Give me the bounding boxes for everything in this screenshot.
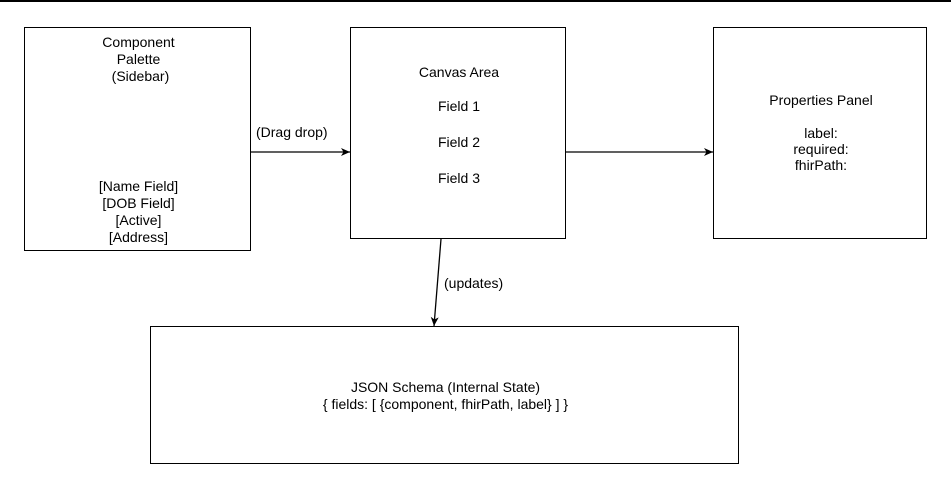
canvas-title: Canvas Area: [418, 64, 500, 80]
top-border-line: [0, 0, 951, 2]
palette-item-address: [Address]: [108, 229, 169, 245]
properties-title: Properties Panel: [769, 92, 873, 108]
canvas-field-1: Field 1: [437, 98, 481, 114]
properties-panel-box: Properties Panel label: required: fhirPa…: [713, 27, 927, 239]
palette-item-dob-field: [DOB Field]: [102, 195, 175, 211]
palette-title-line-2: Palette: [116, 51, 161, 67]
property-label: label:: [804, 125, 838, 141]
palette-title-line-3: (Sidebar): [107, 68, 170, 84]
canvas-field-2: Field 2: [437, 134, 481, 150]
edge-label-updates: (updates): [444, 275, 504, 291]
schema-body: { fields: [ {component, fhirPath, label}…: [322, 396, 569, 412]
canvas-area-box: Canvas Area Field 1 Field 2 Field 3: [350, 27, 566, 239]
property-fhirpath: fhirPath:: [794, 157, 848, 173]
palette-title-line-1: Component: [102, 34, 175, 50]
json-schema-box: JSON Schema (Internal State) { fields: […: [150, 326, 739, 464]
edge-label-drag-drop: (Drag drop): [256, 124, 328, 140]
palette-item-active: [Active]: [115, 212, 162, 228]
arrow-canvas-to-schema: [430, 238, 442, 327]
property-required: required:: [793, 141, 849, 157]
canvas-field-3: Field 3: [437, 170, 481, 186]
palette-item-name-field: [Name Field]: [98, 178, 179, 194]
schema-title: JSON Schema (Internal State): [350, 379, 541, 395]
component-palette-box: Component Palette (Sidebar) [Name Field]…: [24, 27, 251, 251]
